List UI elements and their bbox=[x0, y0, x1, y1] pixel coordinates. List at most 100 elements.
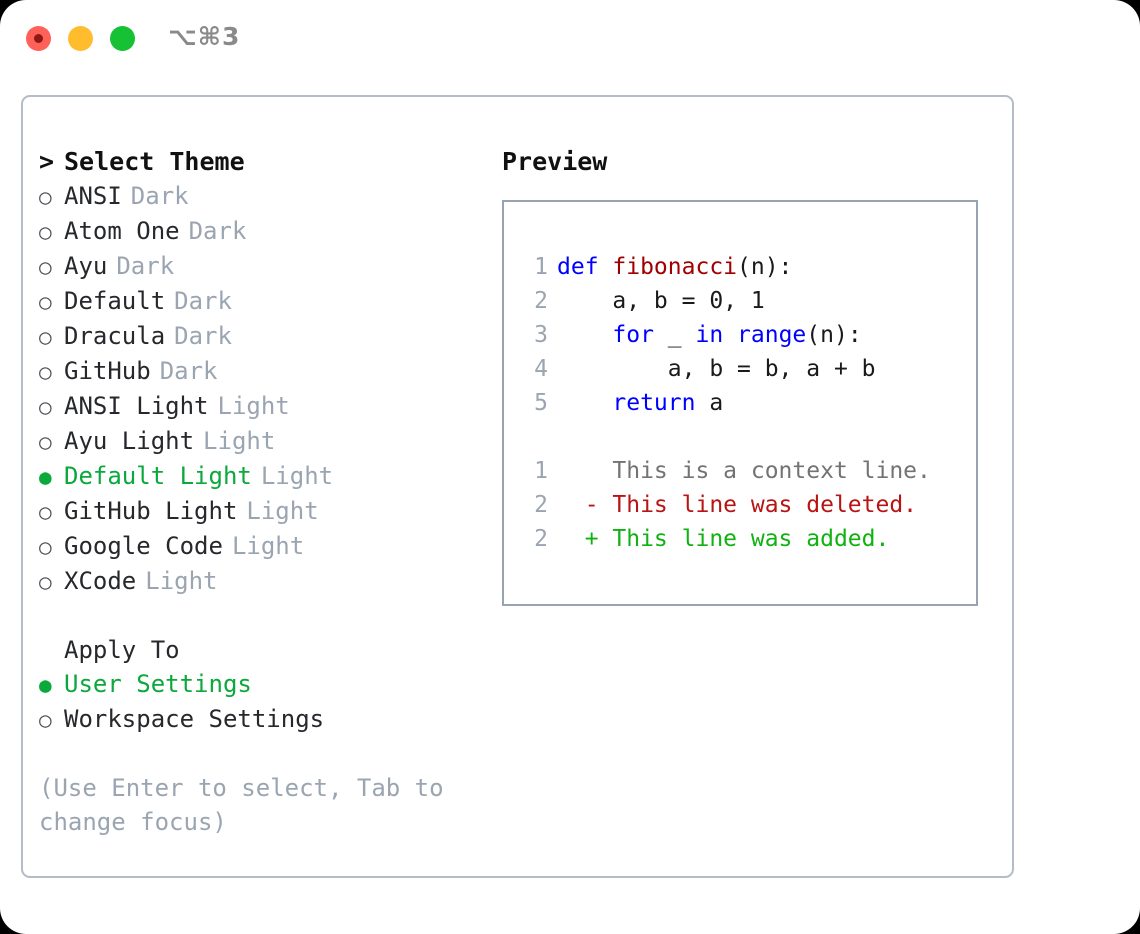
title-bar: ⌥⌘3 bbox=[0, 0, 1140, 76]
radio-selected-icon: ● bbox=[39, 673, 52, 697]
radio-unselected-icon: ○ bbox=[39, 708, 52, 732]
apply-to-option-user-settings[interactable]: ● User Settings bbox=[39, 667, 499, 702]
theme-option-label: Atom One bbox=[64, 217, 180, 245]
theme-option-tag: Dark bbox=[116, 252, 175, 280]
theme-option-label: Google Code bbox=[64, 532, 223, 560]
theme-option-xcode[interactable]: ○ XCode Light bbox=[39, 564, 499, 599]
code-line-text: a, b = 0, 1 bbox=[557, 284, 764, 318]
keyboard-shortcut-label: ⌥⌘3 bbox=[168, 22, 241, 51]
theme-option-tag: Dark bbox=[174, 287, 232, 315]
theme-option-label: GitHub bbox=[64, 357, 151, 385]
code-token: (n): bbox=[737, 254, 793, 280]
code-token: def bbox=[557, 254, 613, 280]
radio-unselected-icon: ○ bbox=[39, 290, 52, 314]
apply-to-title: Apply To bbox=[64, 636, 180, 664]
apply-to-option-workspace-settings[interactable]: ○ Workspace Settings bbox=[39, 702, 499, 737]
code-line-text: for _ in range(n): bbox=[557, 318, 862, 352]
diff-line-text: - This line was deleted. bbox=[557, 492, 918, 518]
line-number: 3 bbox=[534, 322, 548, 348]
theme-option-tag: Light bbox=[217, 392, 290, 420]
window-controls bbox=[26, 26, 135, 51]
theme-option-tag: Dark bbox=[188, 217, 247, 245]
radio-unselected-icon: ○ bbox=[39, 395, 52, 419]
theme-option-label: Dracula bbox=[64, 322, 166, 350]
theme-option-tag: Light bbox=[260, 462, 334, 490]
maximize-button[interactable] bbox=[110, 26, 135, 51]
diff-line-text: + This line was added. bbox=[557, 526, 890, 552]
radio-selected-icon: ● bbox=[39, 465, 52, 489]
radio-unselected-icon: ○ bbox=[39, 430, 52, 454]
radio-unselected-icon: ○ bbox=[39, 360, 52, 384]
code-token: fibonacci bbox=[612, 254, 738, 280]
diff-line-ctx: 1 This is a context line. bbox=[522, 454, 970, 488]
code-token: a, b = b, a + b bbox=[667, 356, 876, 382]
theme-list-title: Select Theme bbox=[64, 147, 245, 176]
theme-option-label: Ayu bbox=[64, 252, 108, 280]
diff-line-text: This is a context line. bbox=[557, 458, 931, 484]
line-number: 1 bbox=[534, 458, 548, 484]
code-spacer bbox=[522, 420, 970, 454]
line-number: 2 bbox=[534, 526, 548, 552]
theme-option-tag: Light bbox=[145, 567, 218, 595]
keyboard-hint: (Use Enter to select, Tab to change focu… bbox=[39, 774, 444, 836]
theme-option-tag: Light bbox=[203, 427, 276, 455]
line-number: 4 bbox=[534, 356, 548, 382]
minimize-button[interactable] bbox=[68, 26, 93, 51]
code-token: for bbox=[612, 322, 654, 348]
theme-option-tag: Light bbox=[231, 532, 305, 560]
diff-line-add: 2 + This line was added. bbox=[522, 522, 970, 556]
radio-unselected-icon: ○ bbox=[39, 255, 52, 279]
code-token: (n): bbox=[806, 322, 862, 348]
code-token: in bbox=[695, 322, 724, 348]
spacer bbox=[39, 599, 499, 633]
diff-block: 1 This is a context line.2 - This line w… bbox=[522, 454, 970, 556]
theme-option-atom-one[interactable]: ○ Atom One Dark bbox=[39, 214, 499, 249]
diff-line-del: 2 - This line was deleted. bbox=[522, 488, 970, 522]
code-token: range bbox=[737, 322, 807, 348]
code-line-text: def fibonacci(n): bbox=[557, 250, 792, 284]
radio-unselected-icon: ○ bbox=[39, 220, 52, 244]
code-token: return bbox=[612, 390, 696, 416]
theme-option-label: XCode bbox=[64, 567, 137, 595]
apply-to-option-label: User Settings bbox=[64, 670, 252, 698]
theme-option-label: GitHub Light bbox=[64, 497, 238, 525]
radio-unselected-icon: ○ bbox=[39, 535, 52, 559]
theme-option-tag: Dark bbox=[159, 357, 218, 385]
apply-to-list: ● User Settings ○ Workspace Settings bbox=[39, 667, 499, 737]
theme-option-label: ANSI Light bbox=[64, 392, 209, 420]
code-line-text: a, b = b, a + b bbox=[557, 352, 876, 386]
theme-option-ansi-light[interactable]: ○ ANSI Light Light bbox=[39, 389, 499, 424]
theme-option-google-code[interactable]: ○ Google Code Light bbox=[39, 529, 499, 564]
theme-option-ayu[interactable]: ○ Ayu Dark bbox=[39, 249, 499, 284]
theme-list-header: >Select Theme bbox=[39, 145, 499, 179]
radio-unselected-icon: ○ bbox=[39, 570, 52, 594]
theme-option-tag: Dark bbox=[130, 182, 189, 210]
code-line: 2 a, b = 0, 1 bbox=[522, 284, 970, 318]
theme-option-label: ANSI bbox=[64, 182, 122, 210]
apply-to-option-label: Workspace Settings bbox=[64, 705, 325, 733]
code-token: a bbox=[695, 390, 724, 416]
radio-unselected-icon: ○ bbox=[39, 500, 52, 524]
code-line: 4 a, b = b, a + b bbox=[522, 352, 970, 386]
theme-option-tag: Dark bbox=[174, 322, 232, 350]
code-token: _ bbox=[653, 322, 696, 348]
line-number: 2 bbox=[534, 492, 548, 518]
theme-option-github[interactable]: ○ GitHub Dark bbox=[39, 354, 499, 389]
preview-title: Preview bbox=[502, 147, 608, 176]
close-button[interactable] bbox=[26, 26, 51, 51]
code-line-text: return a bbox=[557, 386, 723, 420]
